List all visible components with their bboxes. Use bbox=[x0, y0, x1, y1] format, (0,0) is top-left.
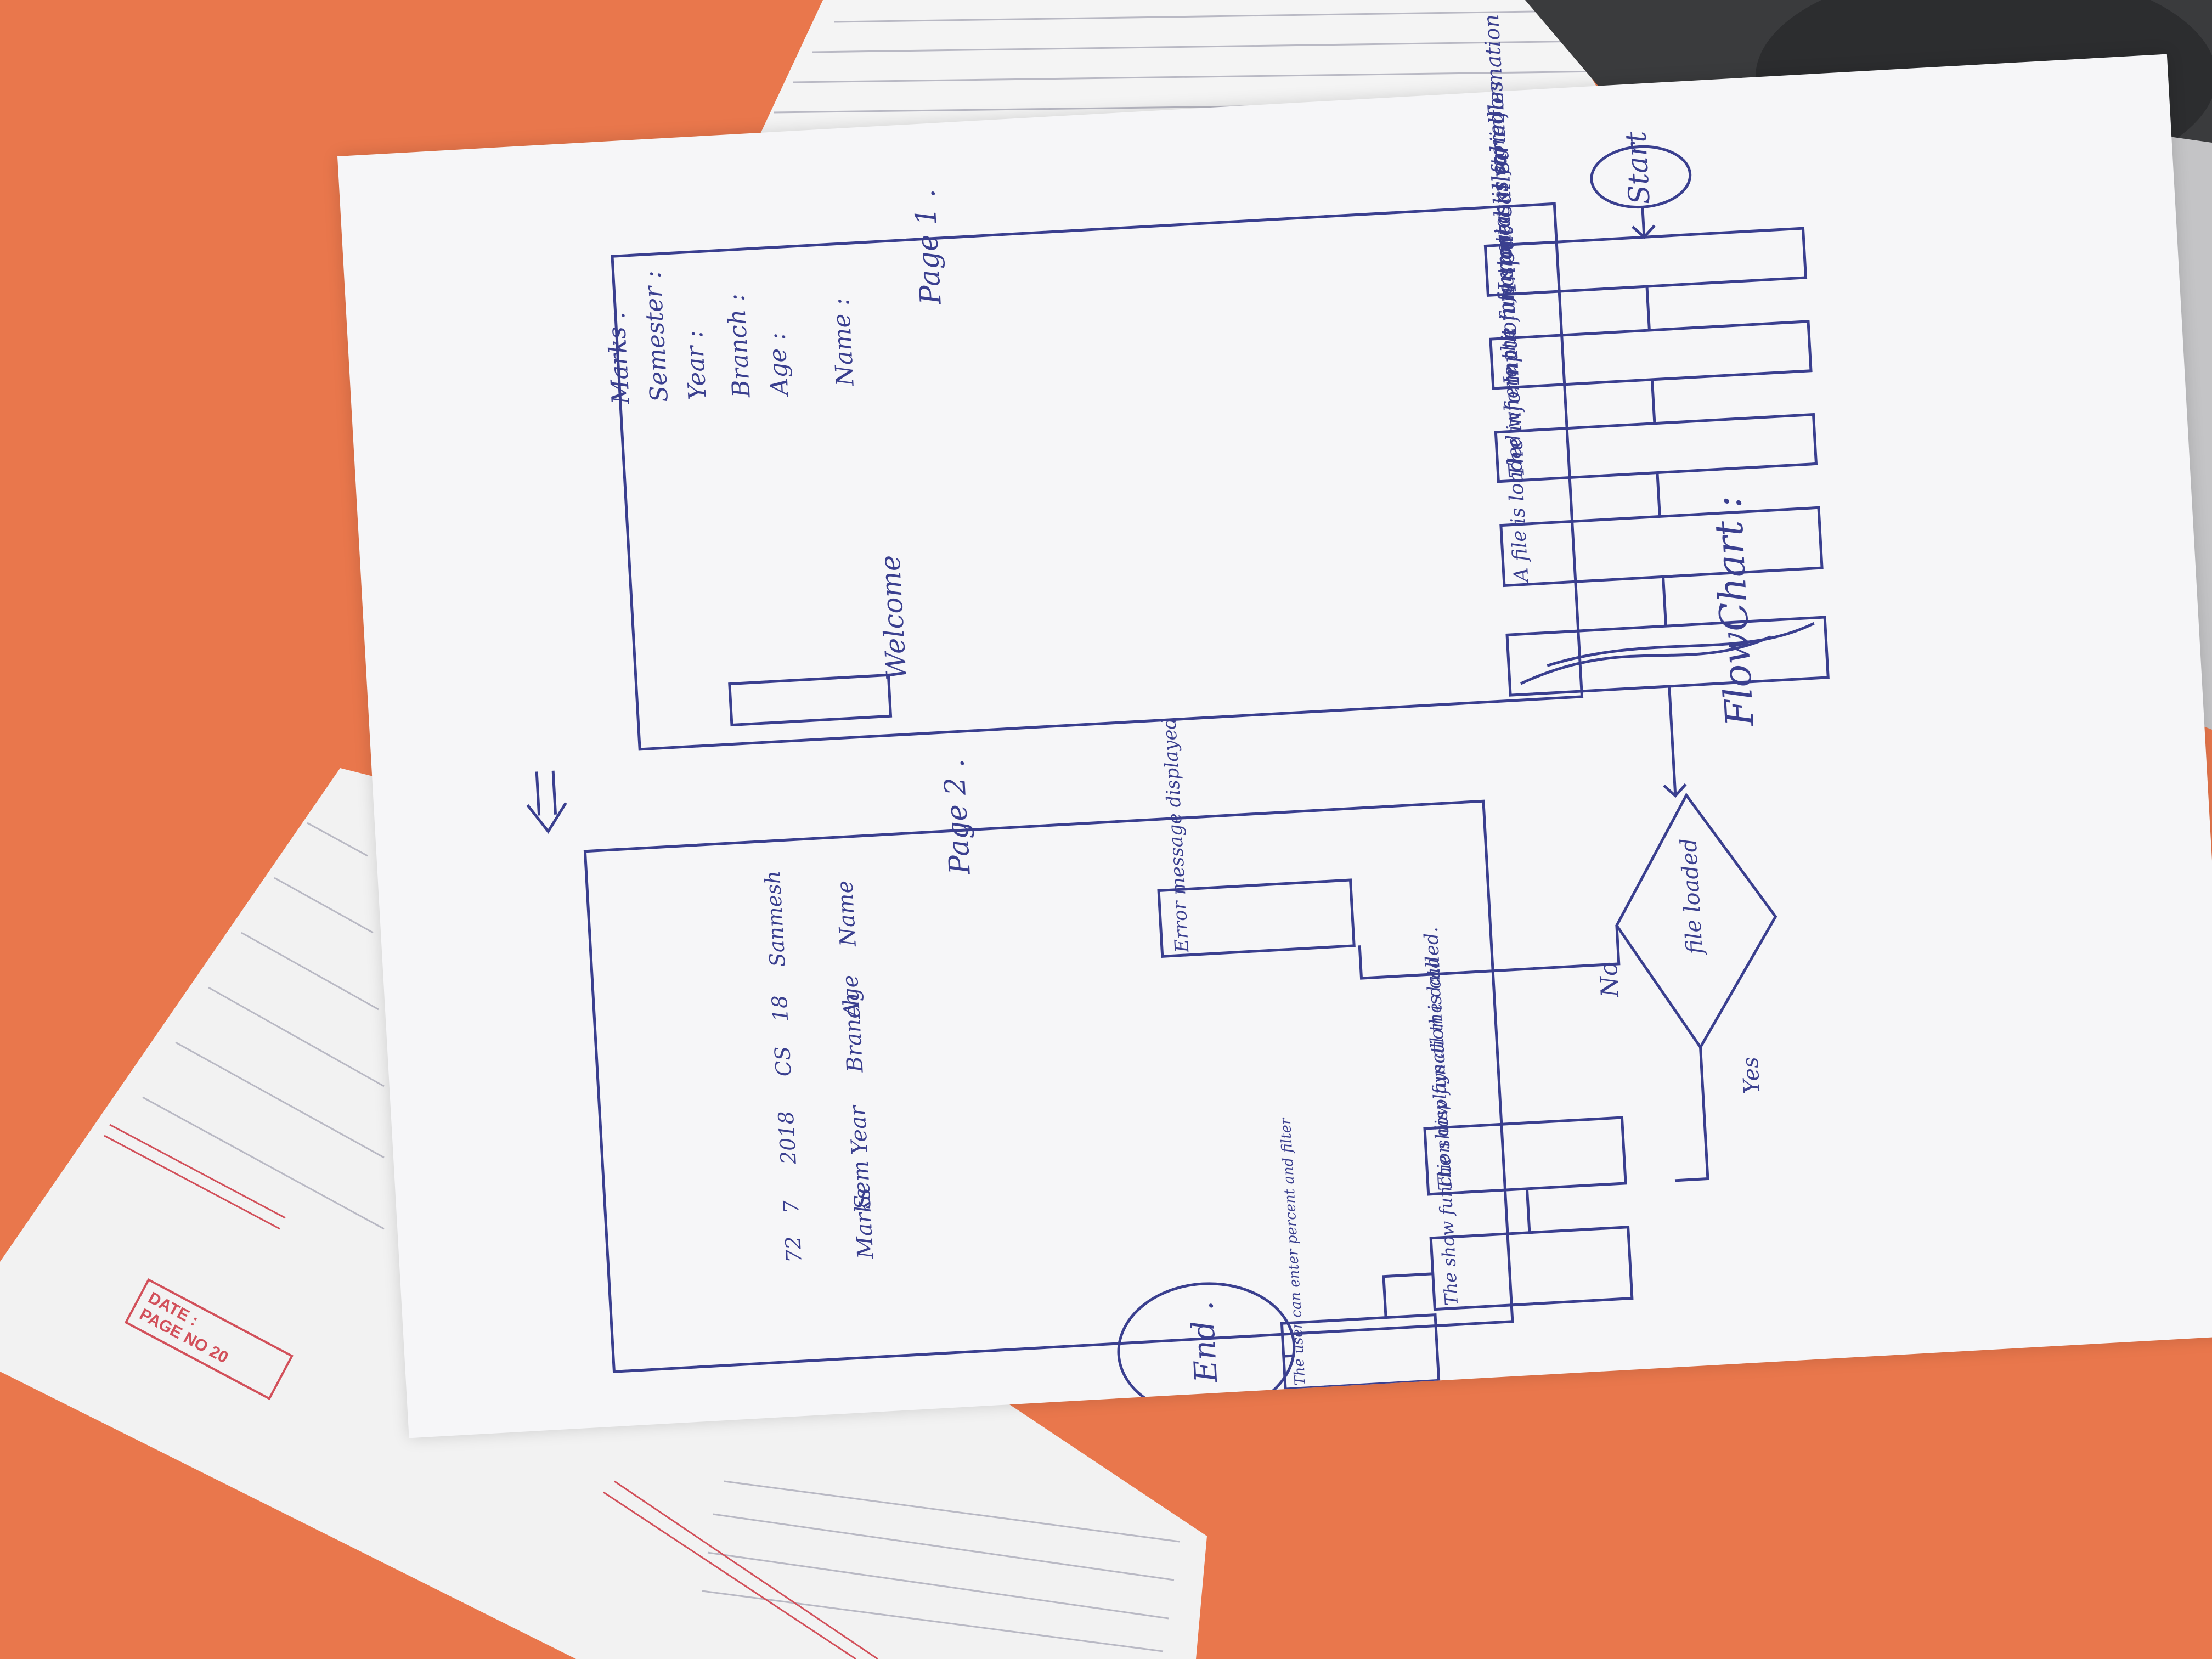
yes-label: Yes bbox=[1737, 1056, 1765, 1094]
error-box bbox=[1157, 878, 1356, 958]
decision-label: file loaded bbox=[1676, 837, 1708, 955]
page1-field-branch: Branch : bbox=[722, 292, 756, 398]
page2-title: Page 2 . bbox=[938, 758, 977, 876]
page1-frame bbox=[611, 202, 1584, 751]
page2-value-branch: CS bbox=[770, 1045, 796, 1077]
yes-line bbox=[1674, 1047, 1709, 1182]
page1-field-semester: Semester : bbox=[638, 269, 674, 403]
no-label: No bbox=[1594, 961, 1625, 998]
sketch-lines bbox=[526, 145, 1830, 1417]
box-input-called bbox=[1483, 227, 1808, 297]
page1-field-age: Age : bbox=[763, 331, 794, 397]
page2-value-name: Sanmesh bbox=[760, 870, 790, 968]
page2-header-branch: Branch bbox=[838, 991, 868, 1074]
page1-field-name: Name : bbox=[826, 297, 860, 387]
page2-header-year: Year bbox=[845, 1104, 873, 1155]
box-stored bbox=[1494, 413, 1818, 483]
page1-field-marks: Marks : bbox=[602, 310, 635, 405]
box-show-called bbox=[1423, 1116, 1627, 1196]
start-label: Start bbox=[1620, 130, 1657, 206]
page-arrow bbox=[526, 770, 567, 834]
page2-value-sem: 7 bbox=[778, 1199, 804, 1215]
welcome-label: Welcome bbox=[874, 554, 913, 681]
page2-value-year: 2018 bbox=[774, 1110, 801, 1165]
flowchart-heading: FlowChart : bbox=[1705, 494, 1763, 728]
page2-value-age: 18 bbox=[767, 994, 793, 1023]
paper-sheet: FlowChart : Start Input called Input fun… bbox=[337, 14, 2212, 1438]
page2-frame bbox=[583, 799, 1514, 1373]
scribble bbox=[1520, 622, 1815, 685]
page2-header-name: Name bbox=[832, 879, 861, 947]
page1-field-year: Year : bbox=[680, 329, 712, 401]
no-line bbox=[1358, 925, 1621, 980]
welcome-box bbox=[728, 673, 893, 727]
end-label: End . bbox=[1184, 1300, 1225, 1384]
page2-header-marks: Marks bbox=[849, 1187, 879, 1260]
box-file-loaded bbox=[1499, 506, 1824, 588]
page2-value-marks: 72 bbox=[781, 1235, 806, 1263]
box-input-asks bbox=[1489, 320, 1813, 390]
stamp-page-number: 20 bbox=[206, 1342, 232, 1367]
page1-title: Page 1 . bbox=[909, 188, 948, 306]
